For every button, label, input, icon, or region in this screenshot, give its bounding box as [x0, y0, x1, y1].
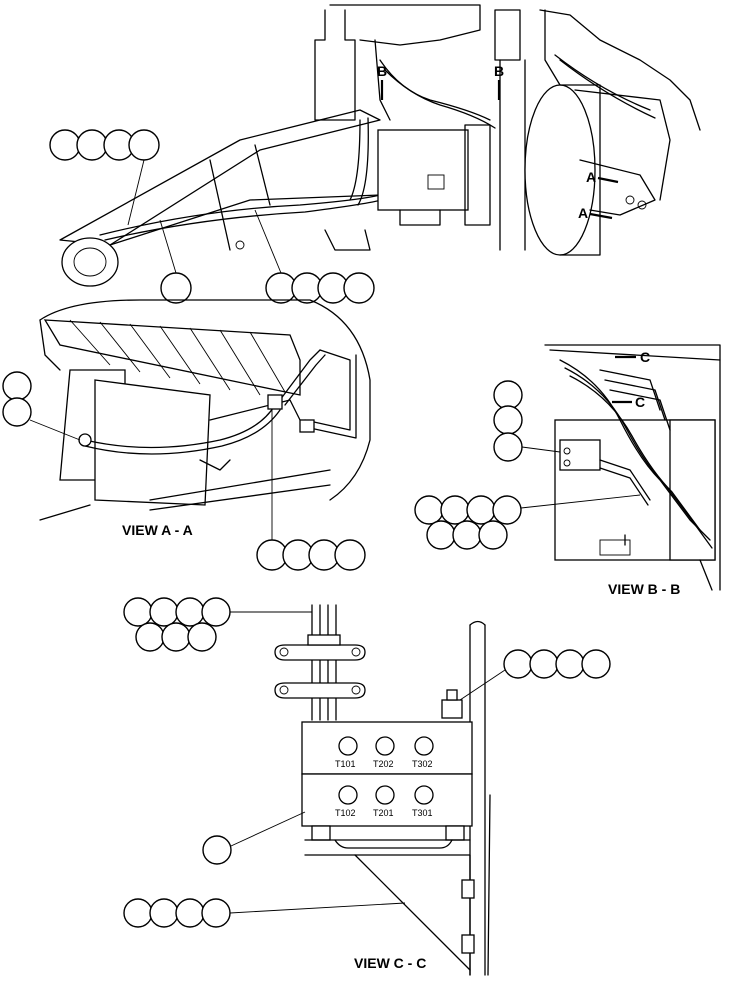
- callout-group-top-right: [254, 209, 375, 304]
- view-label-bb: VIEW B - B: [608, 581, 680, 597]
- callout-group-bb-lower: [414, 494, 641, 550]
- mark-b-left: B: [377, 63, 387, 79]
- mark-b-right: B: [494, 63, 504, 79]
- callout-single-cc: [202, 811, 306, 865]
- main-assembly: [59, 4, 701, 287]
- view-a-a: [39, 299, 371, 521]
- callout-group-cc-topleft: [123, 597, 312, 652]
- terminal-label: T102: [335, 808, 356, 818]
- callout-group-cc-bottom: [123, 898, 406, 928]
- section-marks-top: B B A A: [377, 63, 619, 221]
- view-label-aa: VIEW A - A: [122, 522, 193, 538]
- terminal-label: T201: [373, 808, 394, 818]
- view-b-b: [544, 344, 721, 591]
- terminal-label: T301: [412, 808, 433, 818]
- callout-single-top: [159, 219, 192, 304]
- terminal-label: T202: [373, 759, 394, 769]
- mark-c-lower: C: [635, 394, 645, 410]
- callout-group-bb-left: [493, 380, 561, 462]
- terminal-label: T101: [335, 759, 356, 769]
- section-marks-bb: C C: [612, 349, 650, 410]
- view-c-c: [274, 604, 491, 976]
- callout-group-aa-bottom: [256, 410, 366, 571]
- callout-group-top-left: [49, 129, 160, 226]
- terminal-labels: T101 T202 T302 T102 T201 T301: [335, 759, 433, 818]
- mark-a-upper: A: [586, 169, 596, 185]
- callout-group-aa-left: [2, 371, 81, 441]
- mark-c-upper: C: [640, 349, 650, 365]
- terminal-label: T302: [412, 759, 433, 769]
- callout-group-cc-right: [459, 649, 611, 701]
- view-label-cc: VIEW C - C: [354, 955, 426, 971]
- mark-a-lower: A: [578, 205, 588, 221]
